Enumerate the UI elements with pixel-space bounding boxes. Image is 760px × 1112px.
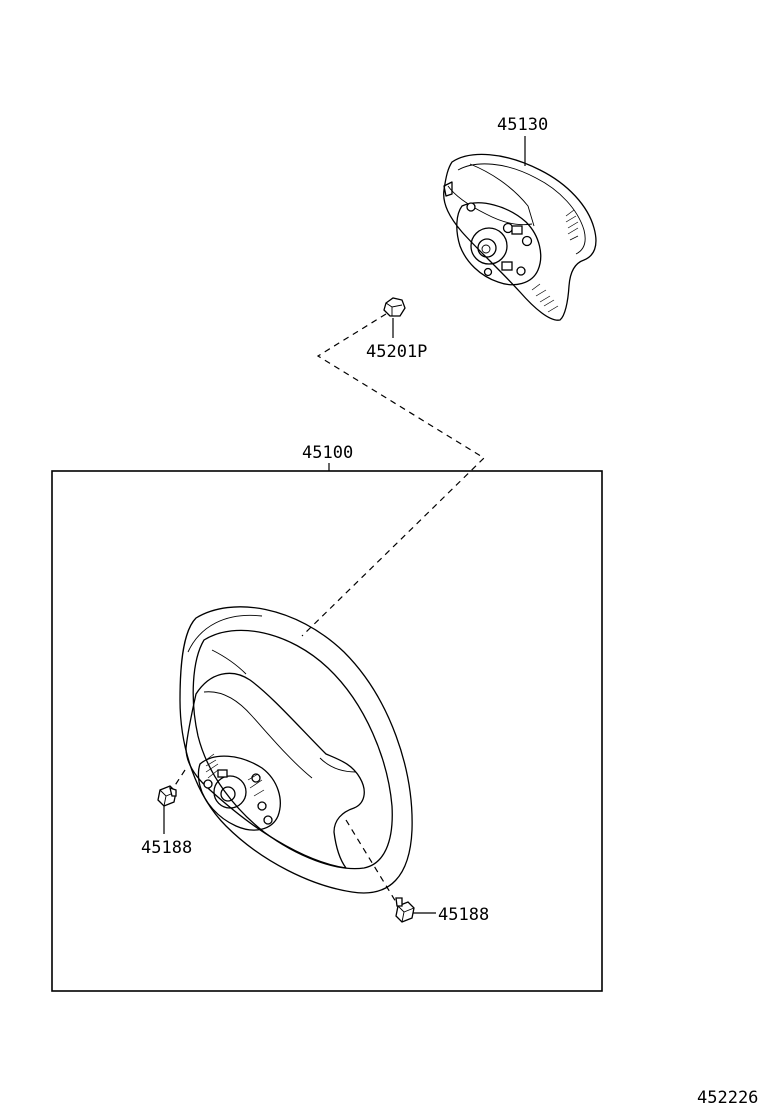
label-nut: 45201P: [366, 342, 427, 362]
label-airbag: 45130: [497, 115, 548, 135]
airbag-module-drawing: [443, 153, 597, 321]
label-screw-right: 45188: [438, 905, 489, 925]
steering-wheel-drawing: [179, 606, 413, 894]
screw-right-drawing: [395, 897, 415, 923]
diagram-id: 452226: [697, 1088, 758, 1108]
leader-lines: [163, 136, 526, 914]
label-wheel-assembly: 45100: [302, 443, 353, 463]
screw-left-drawing: [157, 785, 177, 807]
assembly-frame: [51, 470, 603, 992]
label-screw-left: 45188: [141, 838, 192, 858]
nut-drawing: [383, 297, 406, 317]
